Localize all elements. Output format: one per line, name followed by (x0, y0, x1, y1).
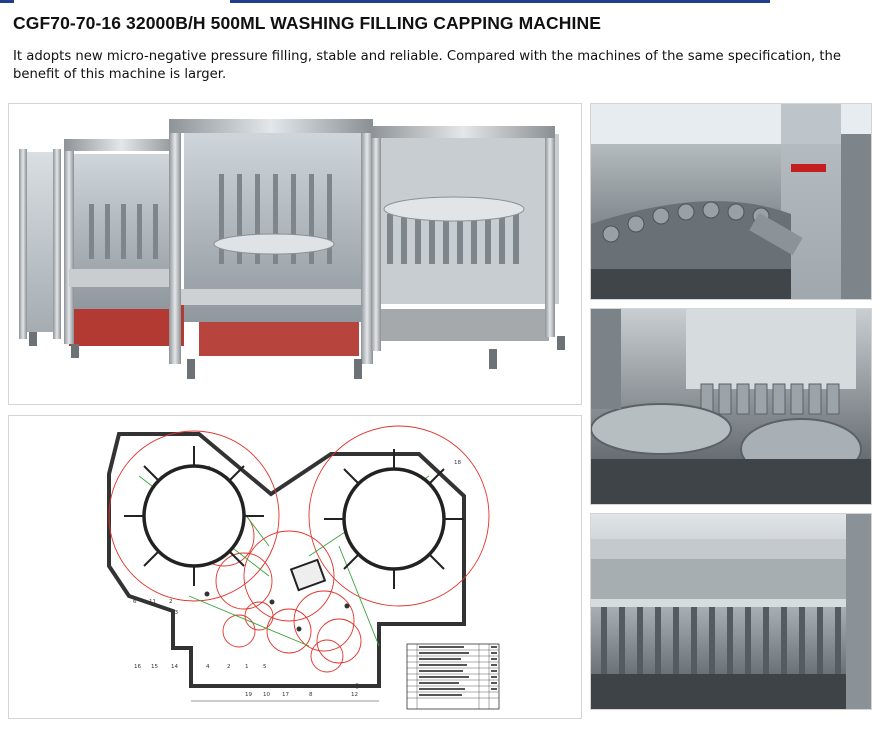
interior-photo-1 (590, 103, 872, 300)
drawing-callout: 8 (309, 692, 313, 698)
drawing-callout: 13 (171, 610, 178, 616)
drawing-callout: 16 (134, 664, 141, 670)
drawing-callout: 2 (169, 599, 173, 605)
drawing-callout: 10 (263, 692, 270, 698)
drawing-callout: 18 (454, 460, 461, 466)
drawing-callout: 4 (206, 664, 210, 670)
page-title: CGF70-70-16 32000B/H 500ML WASHING FILLI… (13, 13, 601, 33)
drawing-callout: 9 (171, 626, 175, 632)
drawing-callout: 14 (171, 664, 178, 670)
drawing-callout: 5 (263, 664, 267, 670)
drawing-callout: 2 (227, 664, 231, 670)
interior-photo-3 (590, 513, 872, 710)
drawing-parts-table (406, 643, 500, 710)
drawing-callout: 1 (245, 664, 249, 670)
drawing-callout: 6 (133, 599, 137, 605)
machine-overview-photo (8, 103, 582, 405)
top-accent-line (0, 0, 880, 4)
interior-photo-2 (590, 308, 872, 505)
drawing-callout: 15 (151, 664, 158, 670)
product-description: It adopts new micro-negative pressure fi… (13, 49, 842, 82)
drawing-callout: 11 (149, 599, 156, 605)
drawing-callout: 12 (351, 692, 358, 698)
layout-drawing: 18 6 11 2 13 9 16 15 14 4 2 1 5 19 10 17… (8, 415, 582, 719)
drawing-callout: 19 (245, 692, 252, 698)
drawing-callout: 17 (282, 692, 289, 698)
